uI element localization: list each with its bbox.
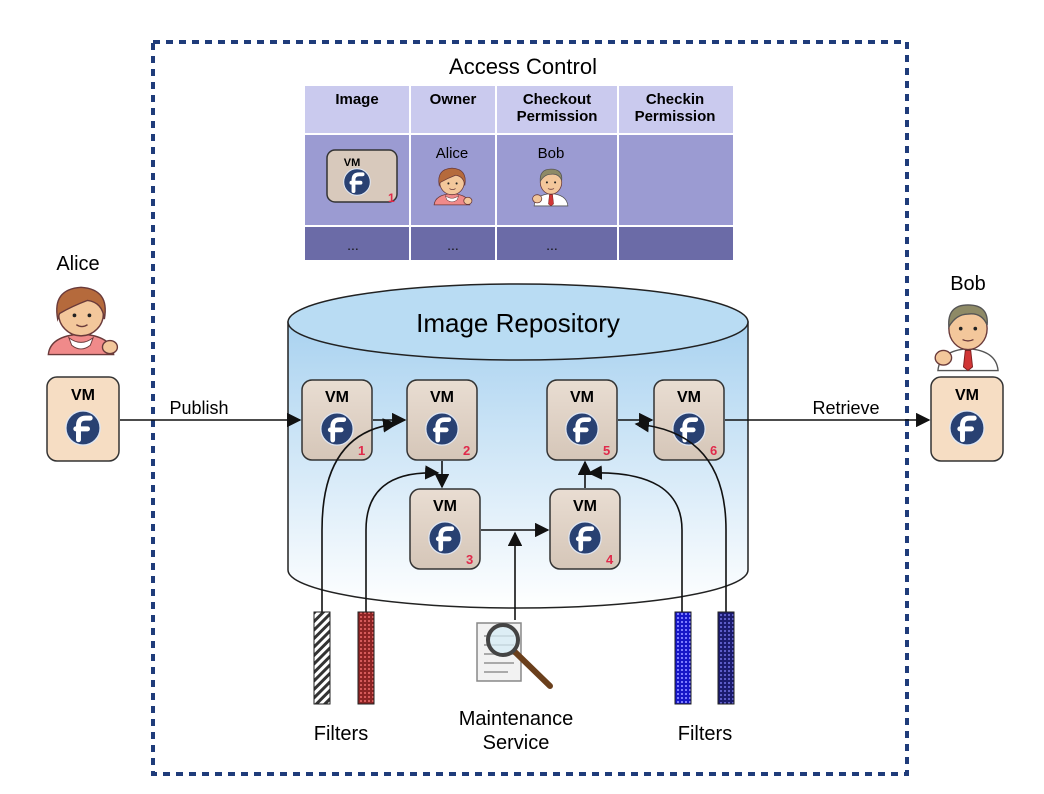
table-header-owner: Owner <box>430 91 477 108</box>
filter-bar-gray <box>313 611 331 705</box>
maintenance-label-line2: Service <box>483 732 550 754</box>
filter-right-2-arrow <box>634 417 727 612</box>
svg-text:VM: VM <box>430 389 454 406</box>
fedora-icon <box>429 522 461 554</box>
repository-title: Image Repository <box>416 308 620 338</box>
svg-text:VM: VM <box>955 387 979 404</box>
repo-vm-5: VM 5 <box>546 379 618 461</box>
flow-arrows <box>120 412 931 620</box>
table-ellipsis-1: ... <box>347 237 359 253</box>
svg-text:6: 6 <box>710 443 717 458</box>
repo-vm-3: VM 3 <box>409 488 481 570</box>
svg-text:1: 1 <box>358 443 365 458</box>
table-checkout-name: Bob <box>538 145 565 162</box>
maintenance-label-line1: Maintenance <box>459 708 574 730</box>
svg-text:VM: VM <box>433 498 457 515</box>
table-vm-label: VM <box>344 157 361 169</box>
svg-text:VM: VM <box>325 389 349 406</box>
boundary-dashed-box <box>151 40 909 776</box>
filter-left-1-arrow <box>321 418 398 612</box>
bob-icon <box>934 304 999 372</box>
alice-icon <box>47 286 119 356</box>
table-ellipsis-2: ... <box>447 237 459 253</box>
filter-right-1-arrow <box>587 465 683 612</box>
bob-label: Bob <box>950 273 986 295</box>
table-owner-name: Alice <box>436 145 469 162</box>
image-repository-cylinder <box>287 283 749 609</box>
repo-vm-4: VM 4 <box>549 488 621 570</box>
filter-left-2-arrow <box>365 465 440 612</box>
repo-vm-6: VM 6 <box>653 379 725 461</box>
fedora-icon <box>426 413 458 445</box>
fedora-icon <box>66 411 100 445</box>
filter-bar-red <box>357 611 375 705</box>
fedora-icon <box>950 411 984 445</box>
svg-text:VM: VM <box>677 389 701 406</box>
table-vm-number: 1 <box>388 191 395 205</box>
repo-vm-2: VM 2 <box>406 379 478 461</box>
fedora-icon <box>569 522 601 554</box>
table-fedora-icon <box>343 168 371 196</box>
fedora-icon <box>566 413 598 445</box>
retrieve-label: Retrieve <box>812 398 879 418</box>
filter-bar-navy <box>717 611 735 705</box>
access-control-title: Access Control <box>449 54 597 79</box>
svg-text:VM: VM <box>570 389 594 406</box>
filter-bar-blue <box>674 611 692 705</box>
bob-vm: VM <box>930 376 1004 462</box>
svg-text:3: 3 <box>466 552 473 567</box>
svg-text:5: 5 <box>603 443 610 458</box>
svg-text:4: 4 <box>606 552 614 567</box>
fedora-icon <box>321 413 353 445</box>
svg-text:VM: VM <box>71 387 95 404</box>
alice-label: Alice <box>56 253 99 275</box>
svg-text:VM: VM <box>573 498 597 515</box>
alice-vm: VM <box>46 376 120 462</box>
filters-right-label: Filters <box>678 723 732 745</box>
table-ellipsis-3: ... <box>546 237 558 253</box>
fedora-icon <box>673 413 705 445</box>
publish-label: Publish <box>169 398 228 418</box>
magnifier-document-icon <box>476 622 553 689</box>
filters-left-label: Filters <box>314 723 368 745</box>
table-header-image: Image <box>335 91 378 108</box>
repo-vm-1: VM 1 <box>301 379 373 461</box>
svg-text:2: 2 <box>463 443 470 458</box>
